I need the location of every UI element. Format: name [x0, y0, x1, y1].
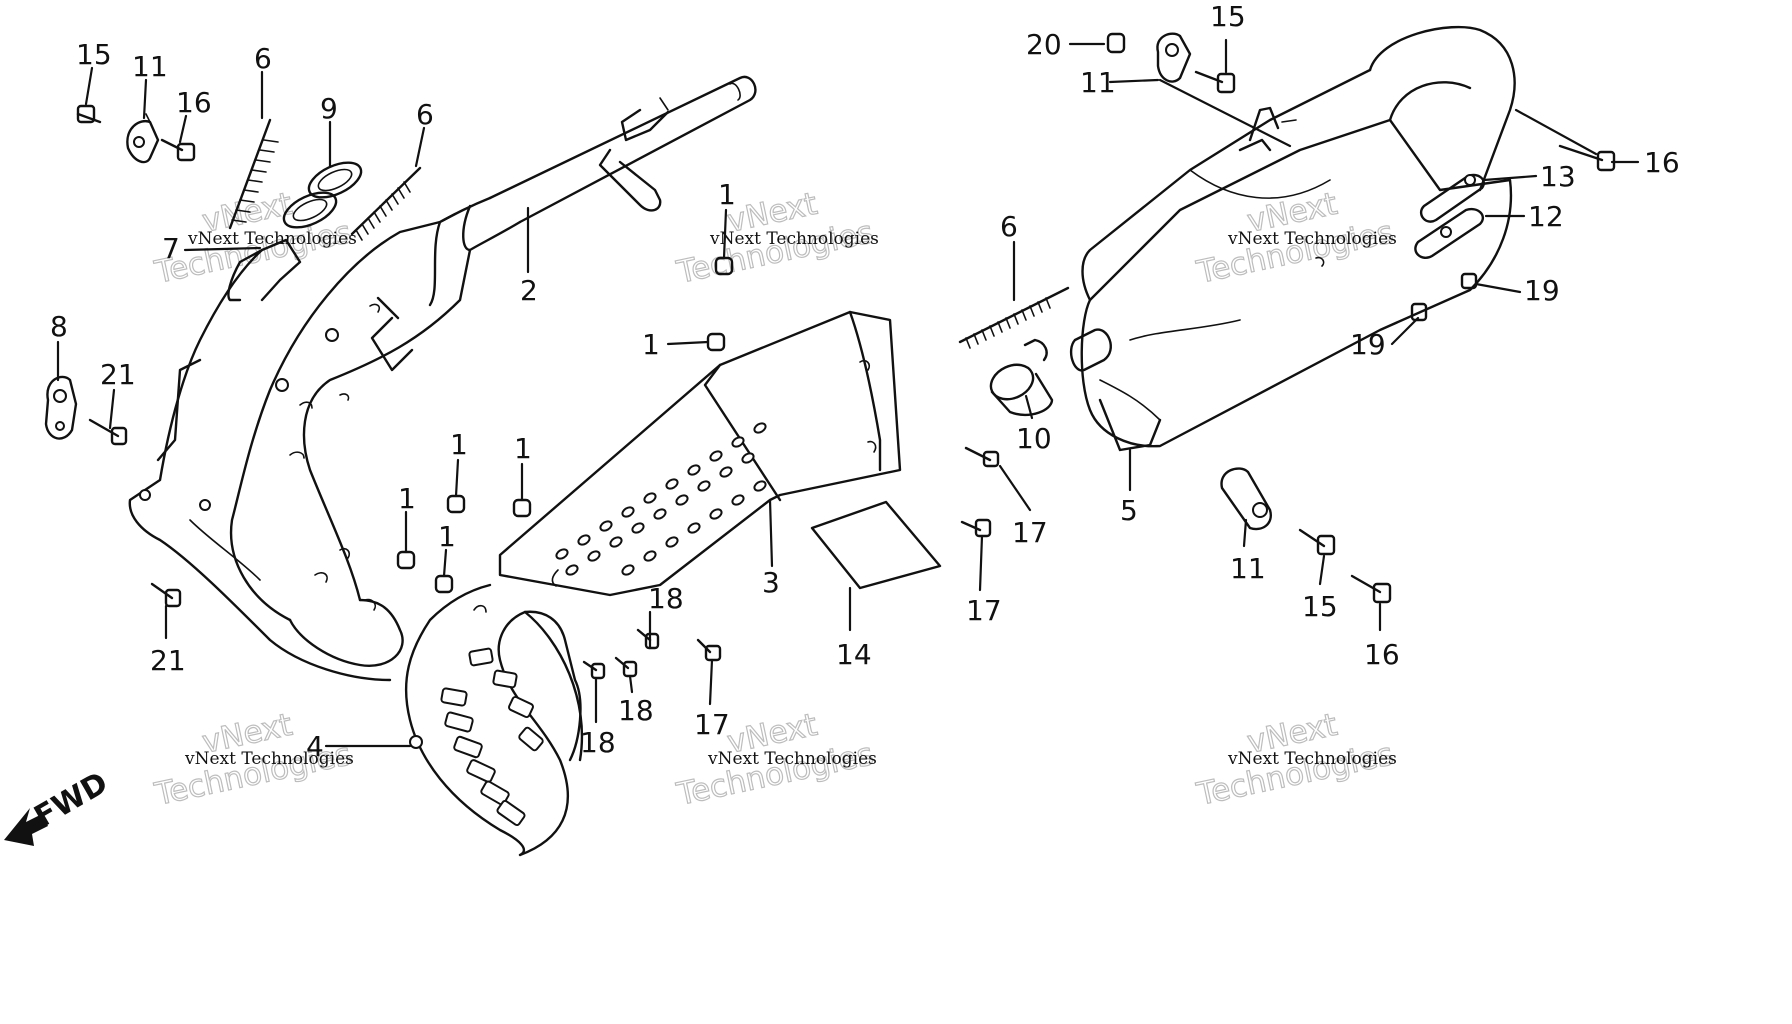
gasket-rings	[282, 161, 363, 229]
watermark-text: vNext Technologies	[709, 229, 879, 249]
callout-8: 8	[50, 310, 68, 343]
watermark-text: vNext Technologies	[1227, 229, 1397, 249]
arrow-left-icon	[4, 808, 48, 846]
callout-15: 15	[1302, 590, 1338, 623]
callout-3: 3	[762, 566, 780, 599]
watermark-text: vNext Technologies	[187, 229, 357, 249]
callout-16: 16	[1364, 638, 1400, 671]
pipe-connector	[989, 338, 1054, 417]
watermark-text: vNext Technologies	[1227, 749, 1397, 769]
callout-4: 4	[306, 730, 324, 763]
nut-20	[1106, 32, 1126, 54]
fwd-direction-arrow: FWD	[4, 765, 114, 846]
callout-16: 16	[1644, 146, 1680, 179]
callout-1: 1	[450, 428, 468, 461]
gasket-sheet	[810, 500, 942, 590]
watermark-group: vNext Technologies vNext Technologies vN…	[151, 185, 1397, 813]
callout-10: 10	[1016, 422, 1052, 455]
bolt-17-b	[960, 518, 992, 538]
bolt-15-top-right	[1194, 70, 1236, 94]
bolt-17-c	[696, 638, 722, 662]
callout-1: 1	[642, 328, 660, 361]
callout-19: 19	[1524, 274, 1560, 307]
leader-lines	[56, 38, 1640, 748]
watermark-top-right: vNext Technologies vNext Technologies	[1193, 185, 1397, 291]
callout-1: 1	[398, 482, 416, 515]
bracket-top-left	[126, 113, 160, 164]
callout-17: 17	[694, 708, 730, 741]
callout-14: 14	[836, 638, 872, 671]
bracket-right-12	[1414, 207, 1485, 259]
heat-shield-holes	[555, 422, 767, 576]
callout-1: 1	[718, 178, 736, 211]
bolt-21-left	[88, 418, 128, 446]
callout-15: 15	[1210, 0, 1246, 33]
callout-17: 17	[966, 594, 1002, 627]
callout-1: 1	[514, 432, 532, 465]
lower-shield-slots	[440, 647, 544, 827]
exhaust-pipe	[128, 75, 757, 682]
bolt-16-right	[1350, 574, 1392, 604]
watermark-bottom-right: vNext Technologies vNext Technologies	[1193, 706, 1397, 813]
nut-19-upper	[1460, 272, 1478, 290]
callout-18: 18	[580, 726, 616, 759]
callout-2: 2	[520, 274, 538, 307]
heat-shield-lower	[404, 583, 584, 857]
spring-left-upper	[228, 118, 279, 230]
callout-12: 12	[1528, 200, 1564, 233]
callout-6: 6	[416, 98, 434, 131]
callout-5: 5	[1120, 494, 1138, 527]
spring-left-small	[350, 166, 422, 241]
callout-11: 11	[132, 50, 168, 83]
callout-6: 6	[254, 42, 272, 75]
callout-17: 17	[1012, 516, 1048, 549]
callout-9: 9	[320, 92, 338, 125]
callout-11: 11	[1230, 552, 1266, 585]
spring-right	[958, 286, 1070, 349]
bolt-18-b	[614, 656, 638, 678]
callout-16: 16	[176, 86, 212, 119]
watermark-text: vNext Technologies	[707, 749, 877, 769]
bracket-right-11	[1220, 467, 1272, 531]
bolt-21-lower	[150, 582, 182, 608]
bolt-15-right	[1298, 528, 1336, 556]
heat-shield-center	[498, 310, 902, 597]
watermark-bottom-left: vNext Technologies vNext Technologies	[151, 706, 355, 813]
bracket-right-13	[1419, 173, 1485, 223]
bolt-16-top-left	[160, 138, 196, 162]
callout-13: 13	[1540, 160, 1576, 193]
callout-18: 18	[618, 694, 654, 727]
bracket-left-8	[44, 375, 78, 440]
bolt-18-a	[636, 628, 660, 650]
callout-19: 19	[1350, 328, 1386, 361]
callout-15: 15	[76, 38, 112, 71]
callout-labels: 15 11 16 6 9 6 7 8 21 21 2 1 1 1 1 1 1 3…	[50, 0, 1680, 763]
callout-11: 11	[1080, 66, 1116, 99]
callout-21: 21	[150, 644, 186, 677]
bracket-top-right-11	[1156, 32, 1192, 83]
muffler	[1070, 25, 1516, 452]
callout-20: 20	[1026, 28, 1062, 61]
nut-19-lower	[1410, 302, 1428, 322]
bolt-17-a	[964, 446, 1000, 468]
callout-21: 21	[100, 358, 136, 391]
callout-1: 1	[438, 520, 456, 553]
fwd-label: FWD	[29, 765, 114, 835]
watermark-top-center: vNext Technologies vNext Technologies	[673, 185, 879, 291]
bolt-18-c	[582, 660, 606, 680]
callout-18: 18	[648, 582, 684, 615]
callout-7: 7	[162, 232, 180, 265]
bolt-15-top-left	[76, 104, 102, 124]
callout-6: 6	[1000, 210, 1018, 243]
watermark-text: vNext Technologies	[184, 749, 354, 769]
